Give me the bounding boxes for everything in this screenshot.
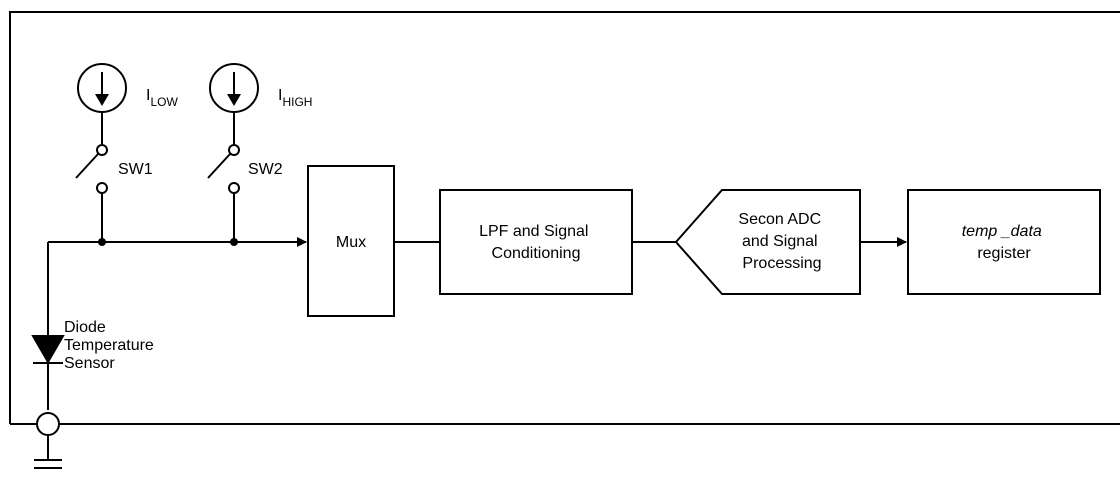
junction-dot bbox=[98, 238, 106, 246]
diode-label-line2: Temperature bbox=[64, 337, 154, 354]
current-source-ihigh: IHIGH bbox=[209, 63, 312, 113]
adc-block: Secon ADC and Signal Processing bbox=[674, 189, 861, 295]
diode-label-line3: Sensor bbox=[64, 355, 115, 372]
ihigh-label-main: I bbox=[278, 87, 282, 104]
adc-label-line2: and Signal bbox=[742, 233, 818, 250]
ihigh-label-sub: HIGH bbox=[282, 95, 312, 109]
switch-sw2: SW2 bbox=[207, 112, 283, 242]
ilow-label-main: I bbox=[146, 87, 150, 104]
register-label-line2: register bbox=[977, 245, 1031, 262]
ilow-label-sub: LOW bbox=[150, 95, 178, 109]
lpf-block: LPF and Signal Conditioning bbox=[439, 189, 633, 295]
svg-text:temp _data register: temp _data register bbox=[962, 223, 1047, 262]
lpf-label-line2: Conditioning bbox=[492, 245, 581, 262]
svg-text:IHIGH: IHIGH bbox=[278, 87, 312, 109]
lpf-label-line1: LPF and Signal bbox=[479, 223, 588, 240]
register-block: temp _data register bbox=[907, 189, 1101, 295]
sw1-label: SW1 bbox=[118, 161, 153, 178]
mux-label: Mux bbox=[336, 234, 366, 251]
junction-dot bbox=[230, 238, 238, 246]
register-label-line1: temp _data bbox=[962, 223, 1042, 240]
adc-label-line3: Processing bbox=[742, 255, 821, 272]
ground-pin bbox=[36, 412, 60, 436]
svg-text:Diode Temperature: Diode Temperature Sensor bbox=[64, 319, 158, 372]
mux-block: Mux bbox=[307, 165, 395, 317]
svg-text:LPF and Signal Condition: LPF and Signal Conditioning bbox=[479, 223, 593, 262]
diode-icon bbox=[31, 335, 65, 365]
adc-label-line1: Secon ADC bbox=[738, 211, 821, 228]
device-boundary bbox=[9, 11, 1120, 425]
switch-sw1: SW1 bbox=[75, 112, 153, 242]
sw2-label: SW2 bbox=[248, 161, 283, 178]
svg-text:ILOW: ILOW bbox=[146, 87, 178, 109]
diode-label-line1: Diode bbox=[64, 319, 106, 336]
current-source-ilow: ILOW bbox=[77, 63, 178, 113]
svg-text:Secon ADC and Signal: Secon ADC and Signal Processing bbox=[738, 211, 825, 272]
diode-temperature-sensor: Diode Temperature Sensor bbox=[31, 242, 158, 469]
